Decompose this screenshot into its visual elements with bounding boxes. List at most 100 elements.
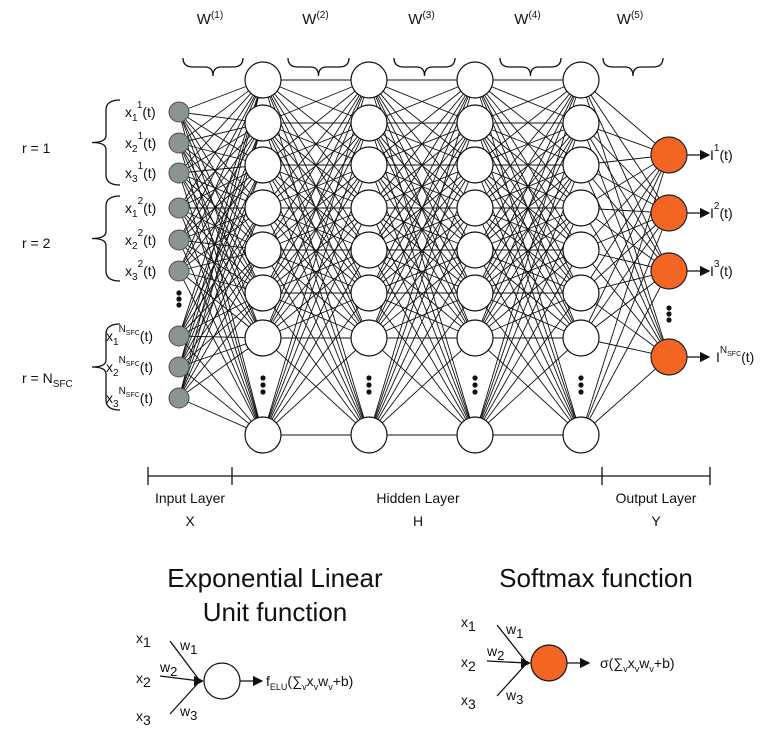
hidden-node [244, 61, 282, 99]
formula-w-sub: v [328, 682, 333, 692]
neuron-weight-label: w3 [179, 703, 197, 723]
output-label-time: (t) [719, 205, 732, 221]
neuron-input-base: x [136, 708, 143, 724]
connection-hidden-hidden [474, 79, 582, 166]
connection-input-hidden [178, 122, 264, 209]
neuron-weight-sub: 3 [190, 708, 197, 723]
neuron-input-base: x [136, 630, 143, 646]
hidden-node [456, 416, 494, 454]
connection-hidden-hidden [262, 164, 370, 339]
input-label-x: x [106, 328, 113, 344]
neuron-input-base: x [136, 670, 143, 686]
output-label-supsub: SFC [727, 351, 741, 358]
weight-sup: (2) [316, 10, 328, 21]
input-label: x32(t) [125, 259, 156, 283]
input-label-sup: N [119, 386, 126, 397]
input-label-x: x [106, 390, 113, 406]
input-nodes [168, 101, 190, 409]
input-label-sup: 2 [138, 259, 144, 270]
hidden-node [350, 189, 388, 227]
hidden-ellipsis-dot [578, 375, 584, 381]
connection-hidden-hidden [368, 79, 476, 124]
input-label-x: x [125, 104, 132, 120]
weight-sup: (1) [211, 10, 223, 21]
connection-hidden-hidden [474, 292, 582, 436]
group-brace-r2 [91, 195, 121, 282]
group-label: r = NSFC [22, 370, 73, 390]
weight-label: W(4) [514, 10, 540, 28]
input-label-time: (t) [140, 328, 153, 344]
input-label-supsub: SFC [126, 392, 140, 399]
output-label-sup: N [720, 345, 727, 356]
input-label-index: 2 [132, 241, 138, 252]
hidden-node [244, 231, 282, 269]
input-label-x: x [125, 135, 132, 151]
connection-hidden-hidden [474, 79, 582, 251]
input-node [168, 325, 190, 347]
input-label-index: 3 [113, 399, 119, 410]
hidden-node [562, 231, 600, 269]
hidden-ellipsis-dot [260, 389, 266, 395]
neuron-formula: fELU(∑vxvwv+b) [266, 673, 353, 692]
connection-hidden-hidden [368, 79, 476, 436]
input-label: x2NSFC(t) [106, 355, 153, 379]
input-label: x1NSFC(t) [106, 324, 153, 348]
connection-hidden-hidden [262, 79, 370, 294]
connection-hidden-hidden [474, 79, 582, 209]
hidden-node [562, 274, 600, 312]
output-label-sup: 1 [714, 143, 720, 154]
connection-hidden-hidden [368, 249, 476, 339]
hidden-node [244, 319, 282, 357]
neuron-input-label: x2 [461, 654, 476, 674]
hidden-ellipsis-dot [578, 389, 584, 395]
neuron-weight-label: w2 [486, 643, 504, 663]
elu-title-line2: Unit function [203, 597, 348, 627]
input-group-labels: r = 1r = 2r = NSFC [22, 140, 73, 390]
output-layer-symbol: Y [651, 513, 661, 529]
weight-base: W [302, 11, 317, 28]
hidden-node [456, 274, 494, 312]
hidden-node [562, 61, 600, 99]
connection-hidden-hidden [368, 79, 476, 166]
input-node [168, 197, 190, 219]
connection-hidden-output [580, 154, 670, 251]
neuron-node [530, 644, 568, 682]
formula-tail: +b) [654, 655, 675, 671]
hidden-node [456, 104, 494, 142]
connection-hidden-hidden [474, 249, 582, 339]
connection-hidden-hidden [262, 122, 370, 339]
neuron-weight-base: w [486, 643, 498, 659]
connection-hidden-output [580, 122, 670, 272]
hidden-ellipsis-dot [472, 389, 478, 395]
input-label: x31(t) [125, 161, 156, 185]
connection-hidden-output [580, 212, 670, 436]
input-label-time: (t) [143, 263, 156, 279]
input-node [168, 229, 190, 251]
input-label-x: x [106, 359, 113, 375]
output-layer-name: Output Layer [616, 490, 697, 506]
neuron-weight-base: w [159, 659, 171, 675]
input-label: x22(t) [125, 228, 156, 252]
neuron-weight-base: w [179, 637, 191, 653]
hidden-node [456, 146, 494, 184]
input-node [168, 132, 190, 154]
connection-hidden-output [580, 207, 670, 358]
output-label: I3(t) [710, 259, 733, 279]
hidden-node [244, 104, 282, 142]
neuron-input-sub: 3 [468, 696, 476, 712]
input-ellipsis-dot [176, 302, 182, 308]
connection-hidden-hidden [262, 164, 370, 294]
connection-hidden-output [580, 212, 670, 339]
neuron-input-label: x3 [461, 692, 476, 712]
weight-base: W [514, 11, 529, 28]
group-brace-rn [91, 323, 121, 411]
hidden-node [350, 319, 388, 357]
hidden-node [244, 146, 282, 184]
neuron-input-line [496, 624, 528, 664]
weight-brace [602, 57, 664, 77]
weight-brace [499, 57, 562, 77]
input-label-time: (t) [143, 135, 156, 151]
neuron-weight-base: w [179, 703, 191, 719]
